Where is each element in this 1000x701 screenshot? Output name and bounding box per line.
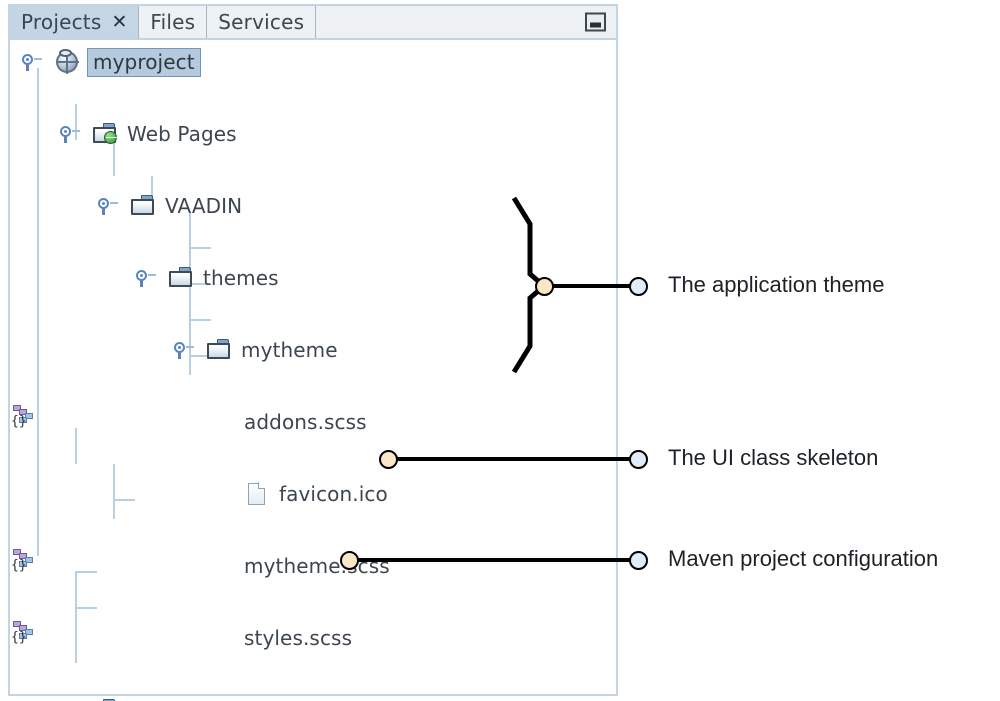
callout-source-dot: [535, 277, 554, 296]
callout-leader-line: [388, 457, 640, 461]
scss-file-icon: {}: [11, 548, 35, 572]
callout-label: The UI class skeleton: [668, 445, 879, 470]
tab-files[interactable]: Files: [139, 6, 208, 38]
tree-node-label: themes: [203, 266, 279, 290]
projects-panel: [8, 4, 618, 696]
tree-row[interactable]: {} mytheme.scss: [10, 548, 610, 584]
tree-row[interactable]: Source Packages: [10, 692, 610, 701]
callout-label: Maven project configuration: [668, 546, 939, 571]
tree-line: [75, 104, 77, 140]
tree-line: [75, 428, 77, 464]
tree-line: [189, 319, 211, 321]
tree-line: [151, 176, 153, 212]
tree-row[interactable]: Web Pages: [10, 116, 610, 152]
tree-line: [113, 499, 135, 501]
tree-line: [113, 140, 115, 176]
callout-leader-line: [349, 558, 640, 562]
tree-node-label: myproject: [87, 47, 201, 77]
tree-row[interactable]: themes: [10, 260, 610, 296]
tree-line: [37, 68, 39, 556]
expand-handle-icon[interactable]: [60, 126, 80, 143]
expand-handle-icon[interactable]: [22, 54, 42, 71]
scss-file-icon: {}: [11, 404, 35, 428]
expand-handle-icon[interactable]: [174, 342, 194, 359]
tree-node-label: favicon.ico: [279, 482, 388, 506]
tree-line: [189, 283, 211, 285]
document-icon: [244, 482, 270, 505]
scss-file-icon: {}: [11, 620, 35, 644]
callout-source-dot: [379, 450, 398, 469]
close-icon[interactable]: ✕: [111, 10, 128, 33]
expand-handle-icon[interactable]: [136, 270, 156, 287]
tree-line: [75, 571, 97, 573]
tree-node-label: Web Pages: [127, 122, 237, 146]
tab-files-label: Files: [150, 10, 196, 34]
folder-icon: [206, 339, 232, 361]
tree-row[interactable]: mytheme: [10, 332, 610, 368]
tree-node-label: addons.scss: [244, 410, 367, 434]
callout-target-dot: [629, 551, 648, 570]
web-folder-icon: [92, 123, 118, 145]
tree-node-label: Source Packages: [127, 698, 297, 701]
tree-row[interactable]: myproject: [10, 44, 610, 80]
minimize-icon[interactable]: [585, 12, 606, 32]
source-folder-icon: [92, 699, 118, 701]
callout-target-dot: [629, 277, 648, 296]
callout-target-dot: [629, 450, 648, 469]
tab-services[interactable]: Services: [207, 6, 317, 38]
tree-row[interactable]: {} styles.scss: [10, 620, 610, 656]
tree-line: [75, 607, 97, 609]
tree-line: [189, 212, 191, 375]
callout-label: The application theme: [668, 272, 885, 297]
project-tree: myproject Web Pages: [10, 44, 610, 701]
window-tab-bar: Projects ✕ Files Services: [8, 4, 618, 40]
tab-bar-filler: [316, 6, 616, 38]
globe-icon: [54, 49, 80, 74]
tree-row[interactable]: VAADIN: [10, 188, 610, 224]
tab-projects[interactable]: Projects ✕: [10, 6, 140, 38]
tree-node-label: mytheme: [241, 338, 338, 362]
callout-source-dot: [340, 551, 359, 570]
tree-line: [189, 355, 211, 357]
tree-row[interactable]: favicon.ico: [10, 476, 610, 512]
tree-row[interactable]: {} addons.scss: [10, 404, 610, 440]
tree-node-label: styles.scss: [244, 626, 353, 650]
tree-line: [113, 464, 115, 519]
tab-services-label: Services: [218, 10, 305, 34]
tree-line: [189, 247, 211, 249]
callout-leader-line: [550, 284, 640, 288]
folder-icon: [130, 195, 156, 217]
folder-icon: [168, 267, 194, 289]
expand-handle-icon[interactable]: [98, 198, 118, 215]
tree-line: [75, 572, 77, 663]
tree-node-label: VAADIN: [165, 194, 243, 218]
tab-projects-label: Projects: [21, 10, 102, 34]
